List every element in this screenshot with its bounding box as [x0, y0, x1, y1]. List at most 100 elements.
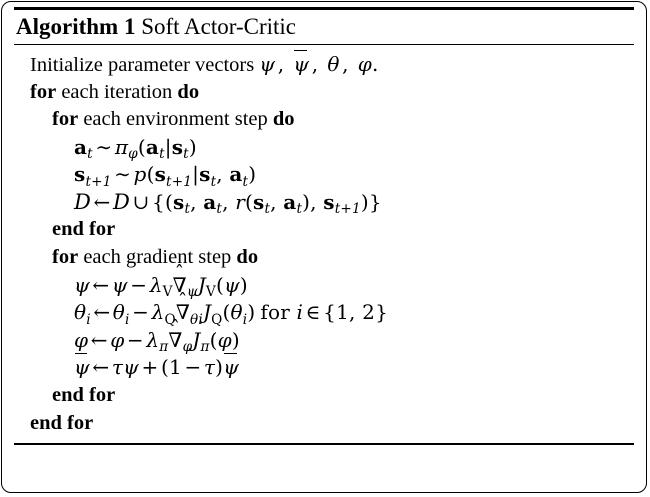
- line-update-replay-buffer: D←D∪{(st, at, r(st, at), st+1)}: [16, 189, 632, 217]
- symbol-psi-bar-lhs: ψ: [74, 353, 90, 382]
- line-for-iteration: for each iteration do: [16, 79, 632, 107]
- arrow-3: ←: [93, 300, 111, 325]
- text-for-i: for: [260, 300, 290, 325]
- vector-s-4: s: [253, 189, 265, 214]
- vector-a-2: a: [145, 134, 160, 159]
- subscript-t-5: t: [242, 173, 249, 190]
- subscript-theta-index: i: [198, 311, 203, 328]
- symbol-phi-arg: φ: [217, 327, 232, 352]
- subscript-t-9: t: [296, 201, 303, 218]
- subscript-Q-2: Q: [211, 311, 223, 328]
- minus-4: −: [184, 355, 202, 380]
- keyword-for-gradient-step: for: [52, 246, 79, 269]
- union-operator: ∪: [132, 189, 150, 214]
- subscript-t-4: t: [210, 173, 217, 190]
- symbol-theta-arg: θ: [230, 300, 243, 325]
- rule-caption-separator: [14, 43, 634, 45]
- paren-open-2: (: [146, 162, 155, 187]
- subscript-t-6: t: [184, 201, 191, 218]
- symbol-theta-rhs: θ: [112, 300, 126, 325]
- subscript-t-8: t: [264, 201, 271, 218]
- line-end-for-iteration: end for: [16, 410, 632, 438]
- algorithm-caption: Algorithm 1 Soft Actor-Critic: [2, 10, 646, 42]
- keyword-do-iteration: do: [177, 80, 200, 103]
- symbol-phi-lhs: φ: [74, 327, 89, 352]
- paren-close-5: ): [239, 272, 248, 297]
- vector-s-next: s: [74, 162, 86, 187]
- period: .: [372, 51, 379, 76]
- symbol-psi-bar: ψ: [293, 49, 309, 79]
- keyword-for-env-step: for: [52, 108, 79, 131]
- symbol-psi-arg: ψ: [223, 272, 240, 297]
- minus-1: −: [130, 272, 148, 297]
- symbol-pi-policy: π: [114, 134, 129, 159]
- subscript-t-plus-1-b: t+1: [166, 173, 193, 190]
- symbol-lambda-Q: λ: [151, 300, 165, 325]
- text-each-iteration: each iteration: [56, 80, 178, 103]
- conditional-bar-1: |: [164, 134, 172, 159]
- dataset-D-2: D: [113, 189, 131, 214]
- comma-3: ,: [342, 51, 349, 76]
- brace-close: }: [368, 189, 382, 214]
- rule-top: [14, 7, 634, 10]
- subscript-i-3: i: [242, 311, 248, 328]
- subscript-phi-2: φ: [182, 339, 193, 356]
- plus-operator: +: [141, 355, 159, 380]
- symbol-phi: φ: [357, 51, 372, 76]
- symbol-tau-1: τ: [111, 355, 124, 380]
- value-2: 2: [362, 300, 376, 325]
- line-end-for-gradient-step: end for: [16, 382, 632, 410]
- comma-5: ,: [190, 189, 197, 214]
- brace-open: {: [152, 189, 165, 214]
- line-initialize: Initialize parameter vectors ψ, ψ, θ, φ.: [16, 49, 632, 79]
- subscript-theta-i: θi: [190, 312, 203, 328]
- rule-bottom: [14, 443, 634, 445]
- index-i: i: [296, 300, 304, 325]
- sim-operator-2: ∼: [114, 162, 132, 187]
- objective-J-2: J: [202, 300, 212, 325]
- vector-a: a: [74, 134, 88, 159]
- paren-open-7: (: [209, 327, 218, 352]
- subscript-V-2: V: [205, 284, 216, 301]
- minus-2: −: [132, 300, 150, 325]
- subscript-t-2: t: [159, 146, 165, 163]
- vector-a-5: a: [283, 189, 297, 214]
- paren-open-1: (: [137, 134, 146, 159]
- symbol-lambda-V: λ: [149, 272, 163, 297]
- keyword-end-for-env: end for: [52, 218, 116, 241]
- paren-close-7: ): [231, 327, 240, 352]
- vector-a-3: a: [229, 162, 243, 187]
- conditional-bar-2: |: [192, 162, 200, 187]
- line-sample-next-state: st+1∼p(st+1|st, at): [16, 161, 632, 189]
- paren-close-3: ): [360, 189, 369, 214]
- objective-J-3: J: [192, 327, 201, 352]
- symbol-psi-lhs: ψ: [74, 272, 90, 297]
- vector-a-4: a: [203, 189, 217, 214]
- symbol-theta-lhs: θ: [74, 300, 87, 325]
- symbol-psi-rhs: ψ: [111, 272, 128, 297]
- text-each-environment-step: each environment step: [78, 108, 273, 131]
- value-1: 1: [336, 300, 350, 325]
- line-for-gradient-step: for each gradient step do: [16, 244, 632, 272]
- objective-J-1: J: [197, 272, 206, 297]
- vector-s-next-3: s: [323, 189, 335, 214]
- comma-1: ,: [277, 51, 285, 76]
- comma-4: ,: [216, 162, 223, 187]
- subscript-t-plus-1-c: t+1: [334, 201, 361, 218]
- symbol-lambda-pi: λ: [146, 327, 160, 352]
- paren-close-6: ): [247, 300, 256, 325]
- element-of-operator: ∈: [305, 300, 321, 325]
- paren-close-2: ): [248, 162, 257, 187]
- brace-close-2: }: [375, 300, 389, 325]
- minus-3: −: [126, 327, 144, 352]
- comma-2: ,: [311, 51, 319, 76]
- symbol-psi-rhs-2: ψ: [123, 355, 140, 380]
- subscript-t-7: t: [216, 201, 223, 218]
- keyword-end-for-iteration: end for: [30, 411, 94, 434]
- keyword-end-for-gradient: end for: [52, 384, 116, 407]
- line-end-for-environment-step: end for: [16, 216, 632, 244]
- brace-open-2: {: [323, 300, 337, 325]
- transition-p: p: [133, 162, 147, 187]
- vector-s: s: [171, 134, 184, 159]
- subscript-i-1: i: [86, 311, 91, 328]
